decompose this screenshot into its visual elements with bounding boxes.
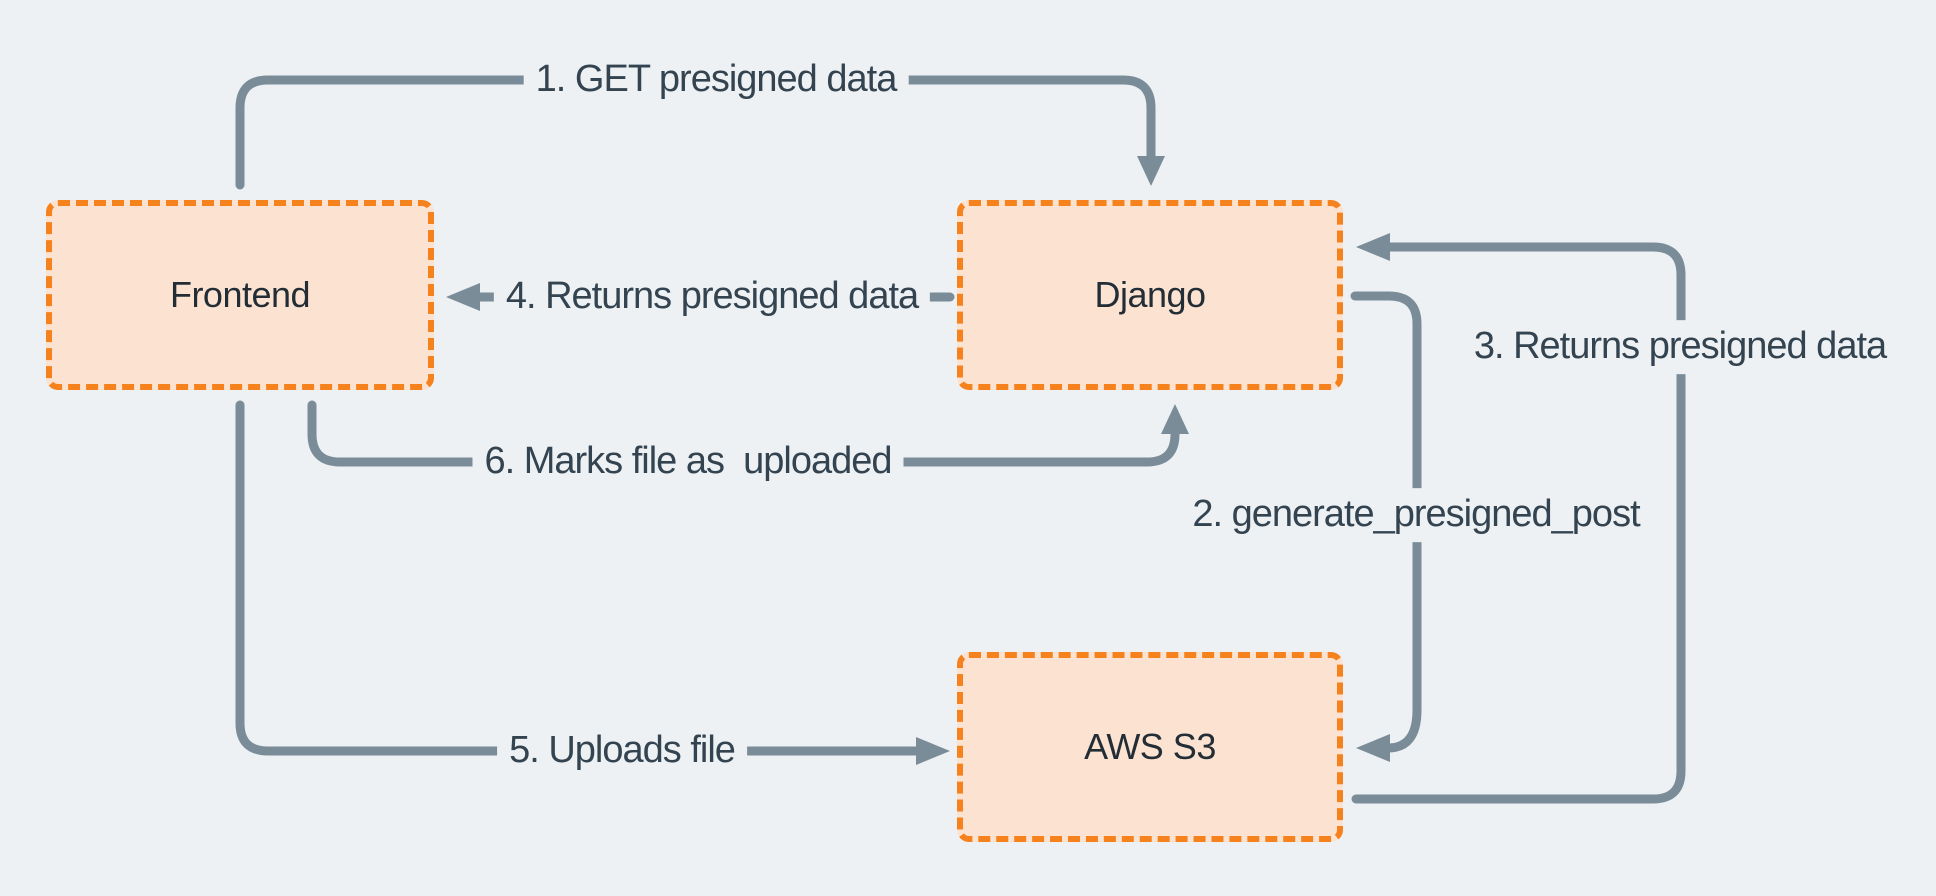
edge-5-line [235,400,921,756]
edge-label-get-presigned-data: 1. GET presigned data [523,53,909,107]
edge-2-line [1350,291,1422,753]
node-frontend: Frontend [46,200,434,390]
node-aws-s3: AWS S3 [957,652,1343,842]
edge-3-line [1351,242,1686,804]
edge-2-arrowhead [1356,734,1390,762]
edge-label-generate-presigned-post: 2. generate_presigned_post [1180,488,1652,542]
edge-label-returns-presigned-data-django: 4. Returns presigned data [493,270,931,324]
node-aws-s3-label: AWS S3 [1084,726,1216,767]
edge-3-arrowhead [1356,233,1390,261]
edge-5-arrowhead [916,737,950,765]
edge-label-uploads-file: 5. Uploads file [497,724,747,778]
node-django-label: Django [1094,274,1206,315]
edge-label-returns-presigned-data-s3: 3. Returns presigned data [1461,320,1899,374]
node-frontend-label: Frontend [169,274,311,315]
edge-label-marks-file-uploaded: 6. Marks file as uploaded [472,435,904,489]
edge-6-arrowhead [1161,404,1189,434]
node-django: Django [957,200,1343,390]
edge-1-arrowhead [1137,156,1165,186]
edge-4-arrowhead [446,283,480,311]
